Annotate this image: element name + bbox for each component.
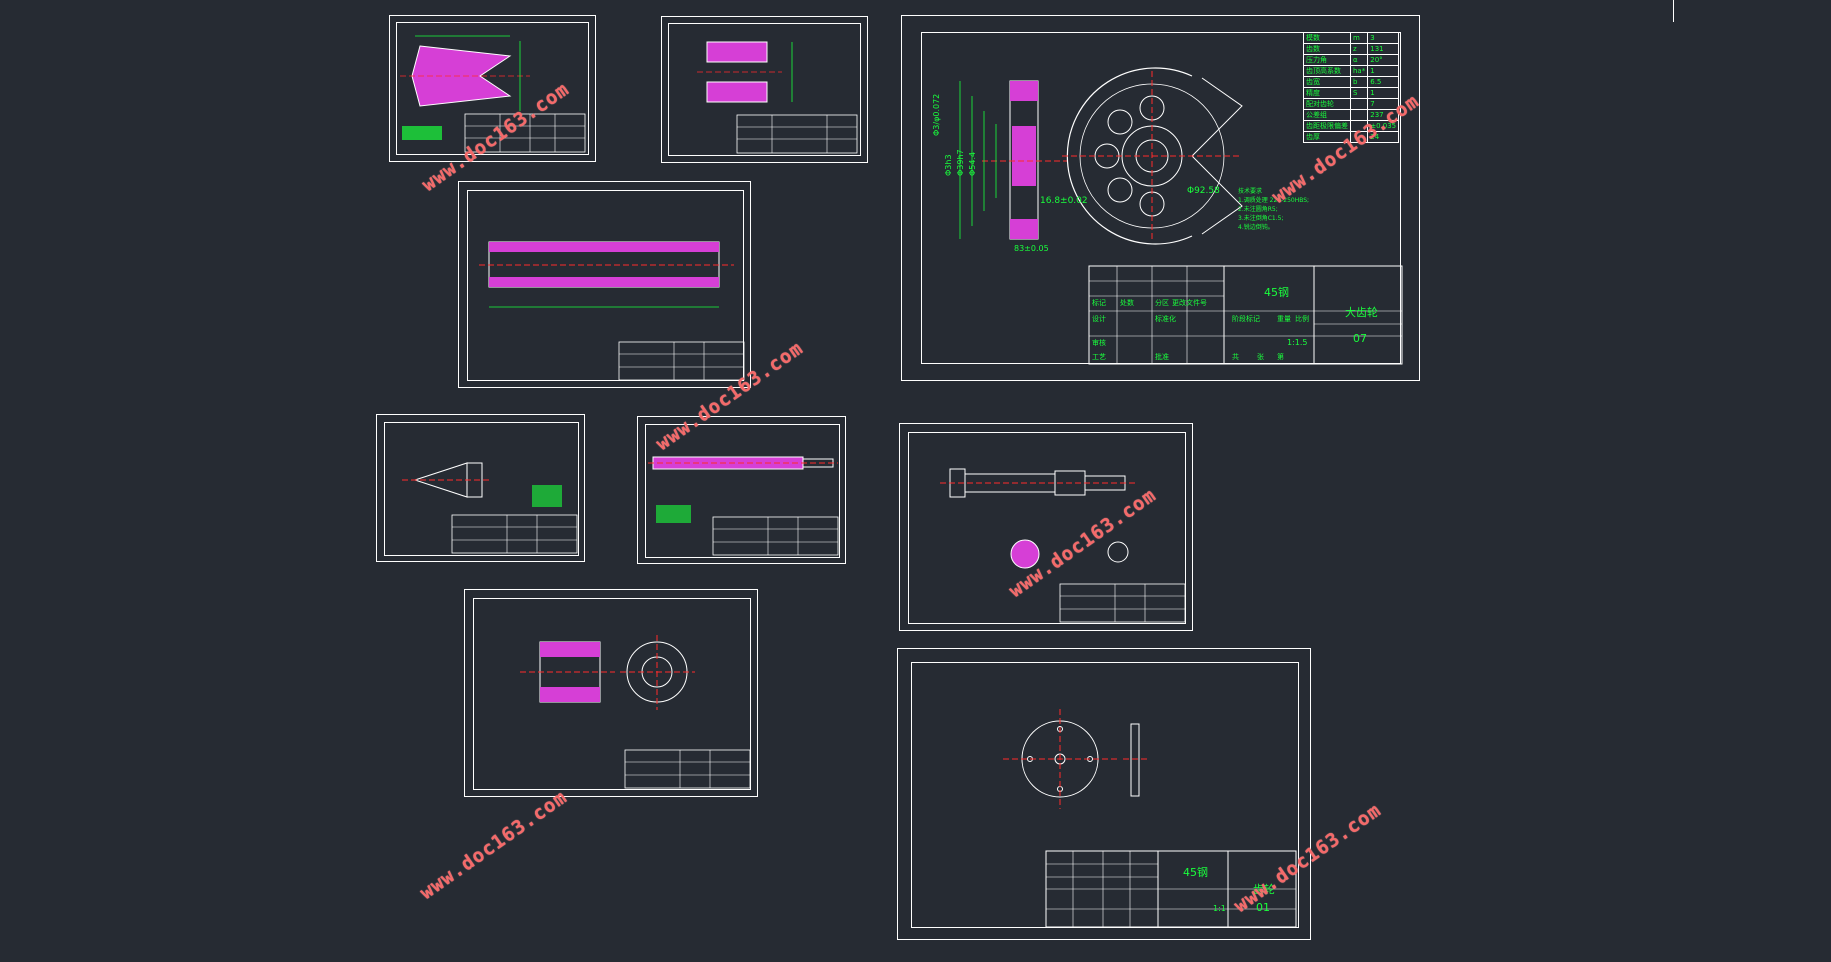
dim-d1: Φ3/φ0.072 <box>932 93 941 136</box>
dim-width: 16.8±0.02 <box>1040 196 1088 206</box>
param-row: 齿距极限偏差±0.035 <box>1303 120 1400 132</box>
drawing-sheet-screw[interactable] <box>637 416 846 564</box>
param-cell: α <box>1349 54 1369 66</box>
param-cell: b <box>1349 76 1369 88</box>
stepped-shaft-view <box>940 468 1186 623</box>
param-cell: m <box>1349 32 1369 44</box>
param-cell: 精度 <box>1303 87 1351 99</box>
dim-width2: 83±0.05 <box>1014 244 1049 253</box>
param-cell: 公差组 <box>1303 109 1351 121</box>
param-cell <box>1349 98 1369 110</box>
dim-d4: Φ54.4 <box>968 151 977 176</box>
drawing-sheet-1[interactable] <box>389 15 596 162</box>
param-cell: 齿距极限偏差 <box>1303 120 1351 132</box>
param-cell: 配对齿轮 <box>1303 98 1351 110</box>
param-cell: 3 <box>1367 32 1400 44</box>
param-cell: 压力角 <box>1303 54 1351 66</box>
drawing-sheet-stepped-shaft[interactable] <box>899 423 1193 631</box>
param-cell: 1 <box>1367 65 1400 77</box>
cone-view <box>402 462 578 554</box>
param-cell: 1 <box>1367 87 1400 99</box>
drawing-sheet-flange[interactable]: 45钢 齿轮 01 1:1 <box>897 648 1311 940</box>
dim-d3: Φ39h7 <box>956 149 965 176</box>
gear-notes: 技术要求 1.调质处理 220-250HBS; 2.未注圆角R5; 3.未注倒角… <box>1238 188 1310 231</box>
flange-scale: 1:1 <box>1213 904 1226 913</box>
param-cell: 模数 <box>1303 32 1351 44</box>
dim-hub: Φ92.58 <box>1187 186 1220 196</box>
param-cell: 6.5 <box>1367 76 1400 88</box>
screw-view <box>648 456 839 556</box>
param-cell: 24 <box>1367 131 1400 143</box>
gear-drawing-view <box>959 67 1403 365</box>
crosshair-cursor <box>1673 0 1674 22</box>
watermark-5: www.doc163.com <box>416 786 572 905</box>
param-cell: ha* <box>1349 65 1369 77</box>
flange-drawing-number: 01 <box>1256 901 1270 914</box>
roller-view <box>520 635 751 789</box>
gear-scale: 1:1.5 <box>1287 338 1308 347</box>
param-cell: S <box>1349 87 1369 99</box>
sleeve-section-view <box>697 41 858 154</box>
param-cell: 齿厚 <box>1303 131 1351 143</box>
drawing-sheet-cone[interactable] <box>376 414 585 562</box>
flange-material: 45钢 <box>1183 866 1208 879</box>
gear-part-name: 大齿轮 <box>1345 306 1378 319</box>
param-cell: 齿数 <box>1303 43 1351 55</box>
param-cell: z <box>1349 43 1369 55</box>
drawing-sheet-shaft[interactable] <box>458 181 751 388</box>
flange-view <box>1003 709 1297 928</box>
drawing-sheet-roller[interactable] <box>464 589 758 797</box>
param-cell: 131 <box>1367 43 1400 55</box>
cone-section-view <box>400 35 586 153</box>
hollow-shaft-view <box>479 241 745 381</box>
param-cell: 20° <box>1367 54 1400 66</box>
drawing-sheet-2[interactable] <box>661 16 868 163</box>
param-cell: 齿宽 <box>1303 76 1351 88</box>
param-cell <box>1349 109 1369 121</box>
param-row: 齿厚 24 <box>1303 131 1400 143</box>
param-cell <box>1349 131 1369 143</box>
dim-d2: Φ3h3 <box>944 154 953 176</box>
gear-drawing-number: 07 <box>1353 332 1367 345</box>
flange-part-name: 齿轮 <box>1253 883 1275 896</box>
gear-material: 45钢 <box>1264 286 1289 299</box>
param-cell: 齿顶高系数 <box>1303 65 1351 77</box>
